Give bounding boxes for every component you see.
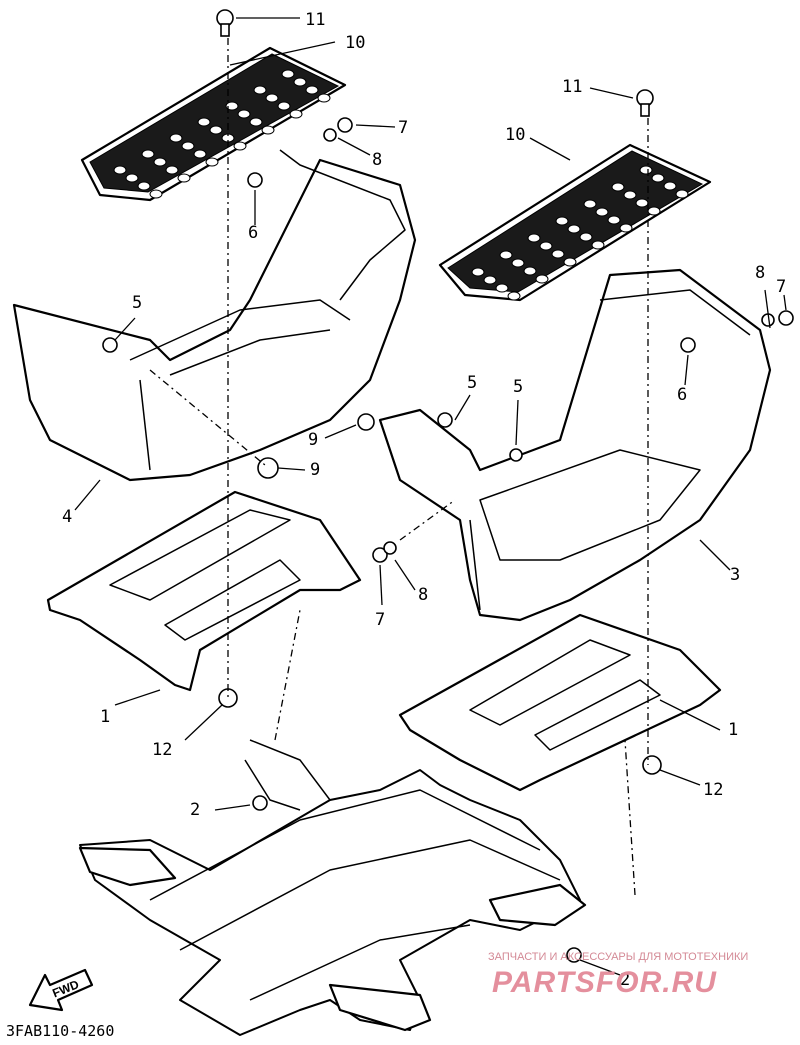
pad-hole: [523, 266, 537, 276]
callout-5-right: 5: [513, 377, 523, 397]
pad-hole: [611, 182, 625, 192]
pad-hole: [483, 275, 497, 285]
right-footrest-guard: [378, 268, 772, 622]
callout-12-right: 12: [703, 780, 723, 800]
callout-6-left: 6: [248, 223, 258, 243]
frame-section: [78, 739, 587, 1036]
callout-3: 3: [730, 565, 740, 585]
pad-hole: [511, 258, 525, 268]
left-footrest-pad: [80, 46, 347, 202]
pad-hole: [289, 109, 303, 119]
callout-9-right: 9: [310, 460, 320, 480]
pad-hole: [507, 291, 521, 301]
pad-hole: [233, 141, 247, 151]
pad-hole: [583, 199, 597, 209]
pad-hole: [197, 117, 211, 127]
callout-1-left: 1: [100, 707, 110, 727]
pad-hole: [635, 198, 649, 208]
pad-hole: [193, 149, 207, 159]
pad-hole: [535, 274, 549, 284]
fwd-arrow-icon: FWD: [28, 968, 94, 1012]
pad-hole: [527, 233, 541, 243]
pad-hole: [563, 257, 577, 267]
pad-hole: [281, 69, 295, 79]
pad-hole: [153, 157, 167, 167]
pad-hole: [137, 181, 151, 191]
pad-hole: [579, 232, 593, 242]
pad-hole: [169, 133, 183, 143]
watermark-line2: PARTSFOR.RU: [492, 966, 717, 999]
pad-hole: [623, 190, 637, 200]
callout-11-right: 11: [562, 77, 582, 97]
pad-hole: [277, 101, 291, 111]
pad-hole: [647, 206, 661, 216]
pad-hole: [141, 149, 155, 159]
pad-hole: [651, 173, 665, 183]
callout-7-left: 7: [398, 118, 408, 138]
pad-hole: [591, 240, 605, 250]
callout-11-left: 11: [305, 10, 325, 30]
left-footrest-guard: [12, 149, 417, 482]
pad-hole: [209, 125, 223, 135]
right-footrest-bracket: [398, 613, 722, 792]
pad-hole: [205, 157, 219, 167]
pad-hole: [149, 189, 163, 199]
callouts: 1 1 2 2 3 4 5 5 5 6 6 7 7 7 8 8 8 9 9 10…: [62, 10, 786, 990]
callout-8-right: 8: [755, 263, 765, 283]
callout-10-right: 10: [505, 125, 525, 145]
callout-7-middle: 7: [375, 610, 385, 630]
pad-hole: [113, 165, 127, 175]
pad-hole: [261, 125, 275, 135]
pad-hole: [253, 85, 267, 95]
pad-hole: [165, 165, 179, 175]
callout-1-right: 1: [728, 720, 738, 740]
callout-8-left: 8: [372, 150, 382, 170]
left-footrest-bracket: [46, 490, 362, 692]
callout-8-middle: 8: [418, 585, 428, 605]
callout-7-right: 7: [776, 277, 786, 297]
callout-2-right: 2: [620, 970, 630, 990]
alignment-lines: [149, 38, 649, 896]
pad-hole: [495, 283, 509, 293]
pad-hole: [607, 215, 621, 225]
pad-hole: [249, 117, 263, 127]
pad-hole: [125, 173, 139, 183]
pad-hole: [265, 93, 279, 103]
watermark-line1: ЗАПЧАСТИ И АКСЕССУАРЫ ДЛЯ МОТОТЕХНИКИ: [488, 951, 748, 963]
callout-5-middle: 5: [467, 373, 477, 393]
pad-hole: [181, 141, 195, 151]
pad-hole: [595, 207, 609, 217]
pad-hole: [305, 85, 319, 95]
pad-hole: [471, 267, 485, 277]
pad-hole: [237, 109, 251, 119]
pad-hole: [225, 101, 239, 111]
watermark: ЗАПЧАСТИ И АКСЕССУАРЫ ДЛЯ МОТОТЕХНИКИ PA…: [488, 951, 748, 999]
callout-5-left: 5: [132, 293, 142, 313]
callout-12-left: 12: [152, 740, 172, 760]
pad-hole: [619, 223, 633, 233]
pad-hole: [567, 224, 581, 234]
callout-6-right: 6: [677, 385, 687, 405]
leader-lines: [74, 17, 787, 976]
pad-hole: [317, 93, 331, 103]
pad-hole: [551, 249, 565, 259]
right-footrest-pad: [438, 143, 712, 302]
pad-hole: [177, 173, 191, 183]
fasteners: [102, 9, 794, 963]
callout-10-left: 10: [345, 33, 365, 53]
pad-hole: [663, 181, 677, 191]
pad-hole: [293, 77, 307, 87]
callout-4: 4: [62, 507, 72, 527]
pad-hole: [539, 241, 553, 251]
pad-hole: [675, 189, 689, 199]
callout-2-left: 2: [190, 800, 200, 820]
diagram-code: 3FAB110-4260: [6, 1022, 114, 1040]
pad-hole: [555, 216, 569, 226]
pad-hole: [499, 250, 513, 260]
callout-9-left: 9: [308, 430, 318, 450]
pad-hole: [639, 165, 653, 175]
